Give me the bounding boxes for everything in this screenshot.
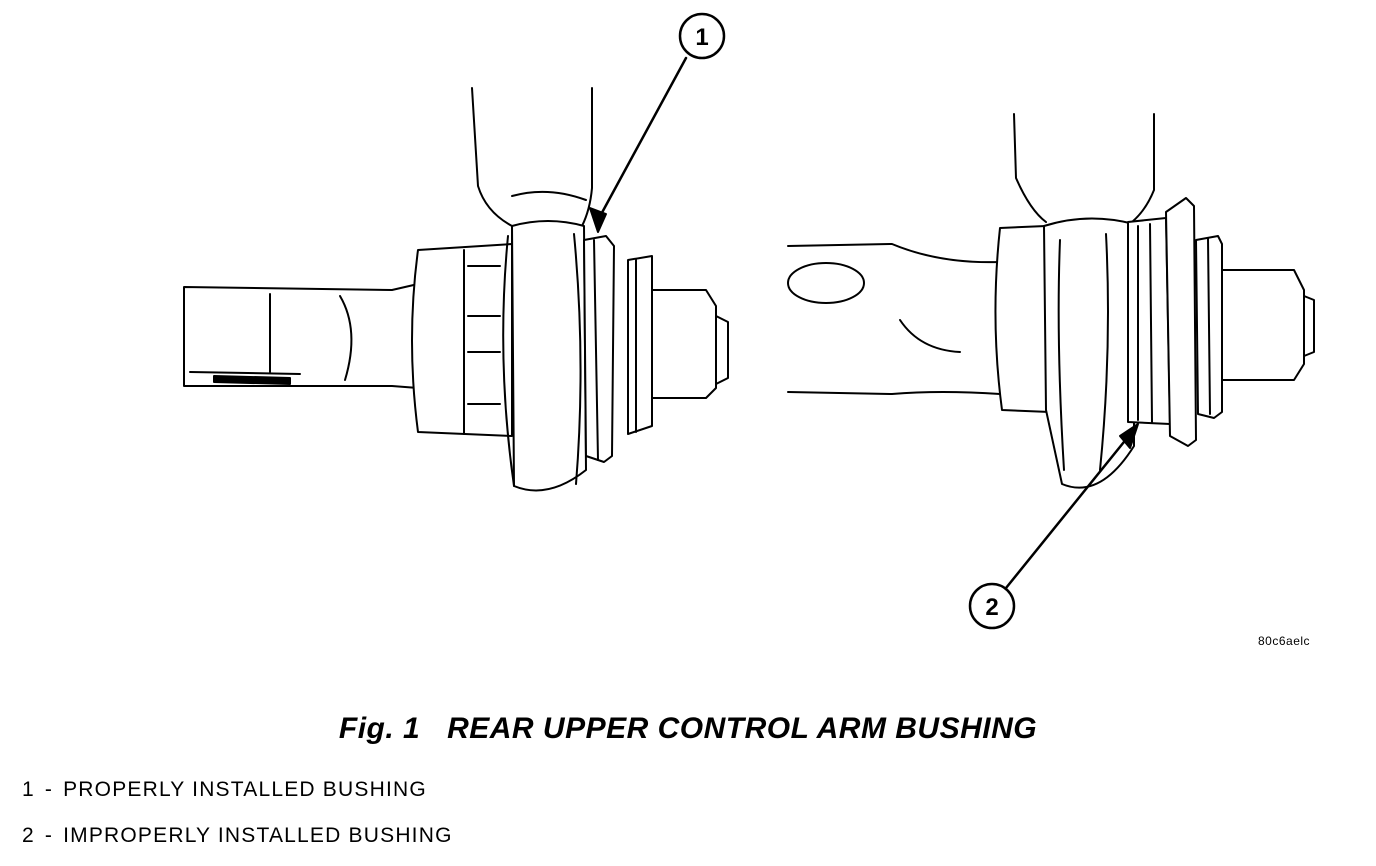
figure-number: 1: [403, 712, 421, 745]
callout-1: [589, 12, 726, 233]
image-code: 80c6aelc: [1258, 634, 1311, 648]
legend-separator: -: [44, 778, 54, 801]
callout-2-number: 2: [985, 594, 998, 621]
callout-2: [968, 423, 1139, 630]
bushing-illustration: 1 2: [183, 12, 1315, 630]
figure-caption: Fig. 1 REAR UPPER CONTROL ARM BUSHING: [0, 712, 1376, 746]
legend-separator: -: [44, 824, 54, 847]
figure-label: Fig. 1: [339, 712, 429, 745]
figure-label-prefix: Fig.: [338, 712, 395, 745]
right-bushing-assembly: [787, 113, 1315, 489]
legend-text: IMPROPERLY INSTALLED BUSHING: [63, 824, 453, 847]
legend-item: 1-PROPERLY INSTALLED BUSHING: [22, 778, 427, 802]
callout-1-number: 1: [695, 24, 708, 51]
legend-item: 2-IMPROPERLY INSTALLED BUSHING: [22, 824, 453, 848]
left-bushing-assembly: [183, 87, 729, 492]
legend-number: 2: [22, 824, 35, 847]
legend-text: PROPERLY INSTALLED BUSHING: [63, 778, 427, 801]
legend-number: 1: [22, 778, 35, 801]
figure-title: REAR UPPER CONTROL ARM BUSHING: [447, 712, 1038, 745]
